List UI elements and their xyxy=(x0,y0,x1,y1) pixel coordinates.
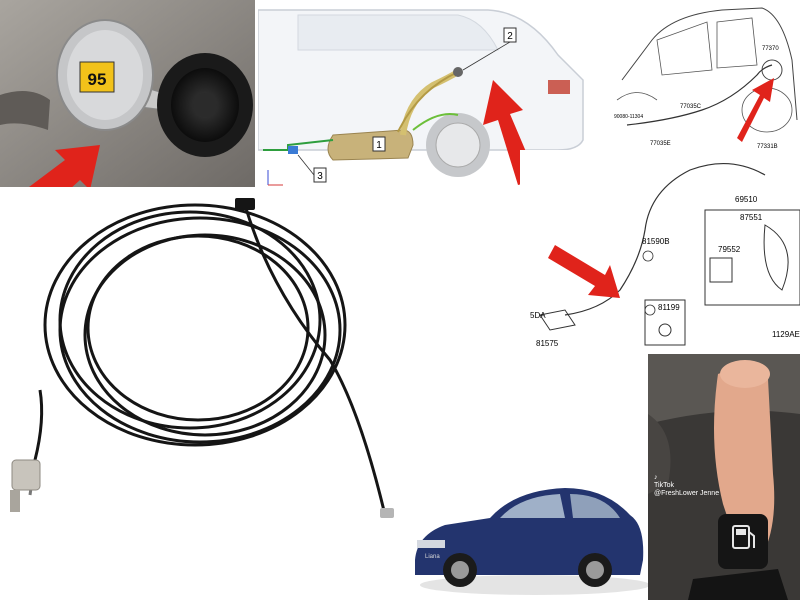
fuel-door-photo: 95 xyxy=(0,0,255,187)
part-77035c: 77035C xyxy=(680,104,702,110)
part-77035e: 77035E xyxy=(650,141,671,147)
release-lever-photo: ♪ TikTok @FreshLower Jenne xyxy=(648,354,800,600)
parts-diagram: 69510 87551 81590B 79552 81199 1129AE 5D… xyxy=(520,150,800,355)
red-arrow-icon xyxy=(548,245,620,298)
octane-label: 95 xyxy=(88,70,107,89)
part-79552: 79552 xyxy=(718,245,741,254)
release-cable xyxy=(564,162,766,316)
part-1129ae: 1129AE xyxy=(772,330,800,339)
tiktok-label: TikTok xyxy=(654,482,674,489)
sedan-car-photo: Liana xyxy=(405,470,650,600)
suv-cable-diagram: 77370 77035C 77035E 77331B 90080-11304 xyxy=(612,0,800,150)
cable-end-connector xyxy=(11,459,41,491)
callout-2: 2 xyxy=(507,31,513,42)
part-77370: 77370 xyxy=(762,46,779,52)
cable-line xyxy=(626,64,773,126)
part-69510: 69510 xyxy=(735,195,758,204)
fuel-release-cable-photo xyxy=(0,190,410,540)
part-77331b: 77331B xyxy=(757,144,778,150)
callout-1: 1 xyxy=(376,140,382,151)
part-81199: 81199 xyxy=(658,303,680,312)
fuel-release-lever xyxy=(718,514,768,569)
part-81575: 81575 xyxy=(536,339,559,348)
red-arrow-icon xyxy=(29,145,100,187)
tiktok-watermark: ♪ TikTok @FreshLower Jenne xyxy=(654,474,719,498)
fuel-tank xyxy=(327,129,414,161)
callout-3: 3 xyxy=(317,171,323,182)
red-arrow-icon xyxy=(737,78,774,142)
part-81590b: 81590B xyxy=(642,237,670,246)
octane-sticker xyxy=(79,61,115,93)
tiktok-handle: @FreshLower Jenne xyxy=(654,490,720,497)
part-90080: 90080-11304 xyxy=(614,114,643,120)
part-5da: 5DA xyxy=(530,311,546,320)
fuel-pump-icon xyxy=(732,525,755,549)
car-badge: Liana xyxy=(425,554,440,560)
tiktok-icon: ♪ xyxy=(654,474,658,481)
part-87551: 87551 xyxy=(740,213,763,222)
